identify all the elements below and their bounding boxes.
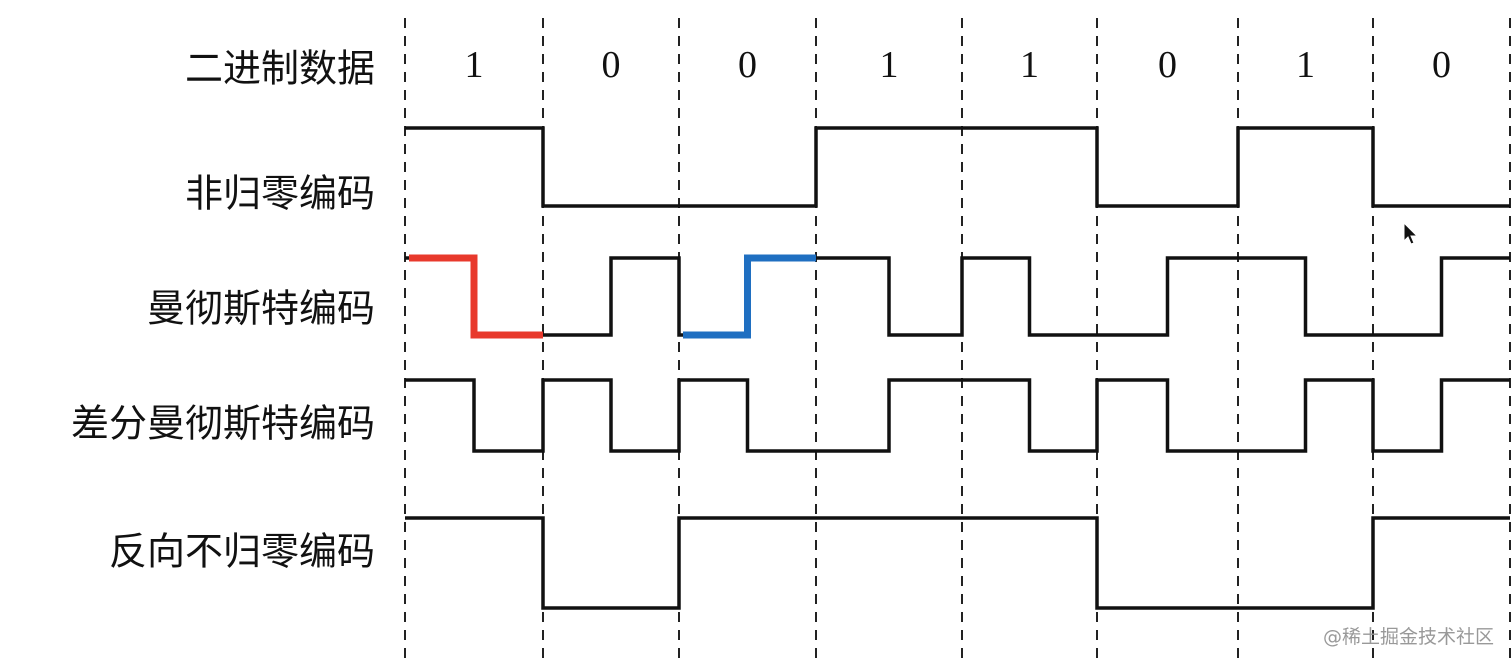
- label-nrzi: 反向不归零编码: [108, 529, 375, 574]
- bit-label: 0: [1158, 44, 1177, 86]
- label-nrz: 非归零编码: [184, 171, 375, 216]
- nrzi-waveform: [405, 516, 1510, 610]
- manchester-highlight: [409, 254, 543, 339]
- label-diff-manchester: 差分曼彻斯特编码: [70, 401, 375, 446]
- manchester-waveform: [405, 256, 1510, 337]
- bit-label: 0: [738, 44, 757, 86]
- manchester-highlight: [683, 254, 816, 339]
- label-manchester: 曼彻斯特编码: [146, 286, 375, 331]
- nrz-waveform: [405, 126, 1510, 208]
- bit-label: 1: [1020, 44, 1039, 86]
- bit-label: 1: [879, 44, 899, 86]
- bit-label: 1: [1296, 44, 1315, 86]
- label-binary-data: 二进制数据: [184, 46, 375, 91]
- diff-manchester-waveform: [405, 378, 1510, 453]
- bit-label: 0: [601, 44, 621, 86]
- bit-label: 1: [464, 44, 484, 86]
- bit-label: 0: [1432, 44, 1451, 86]
- watermark: @稀土掘金技术社区: [1322, 626, 1494, 648]
